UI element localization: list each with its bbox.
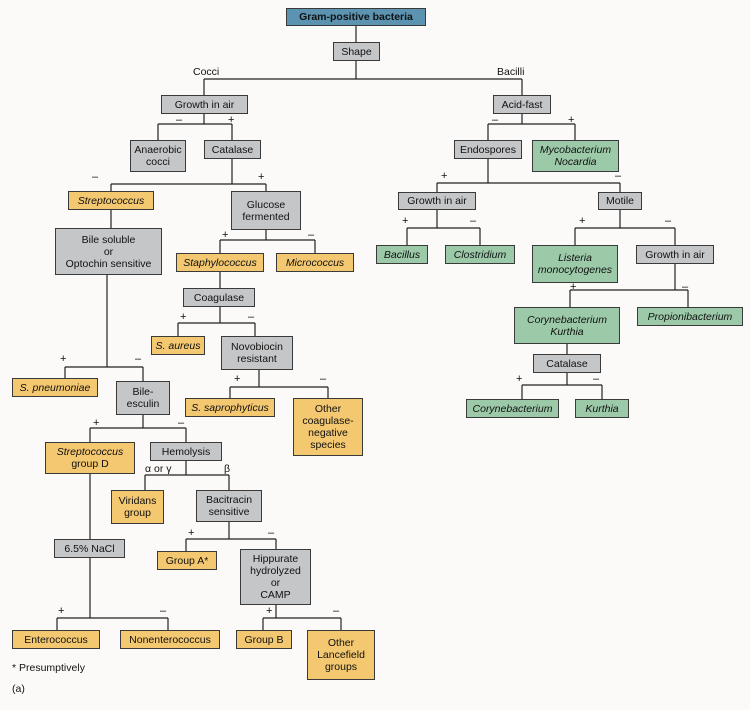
sign-plus: + [60, 353, 67, 365]
node-endospores: Endospores [454, 140, 522, 159]
node-6-5-nacl: 6.5% NaCl [54, 539, 125, 558]
node-listeria-monocytogenes: Listeria monocytogenes [532, 245, 618, 283]
sign-plus: + [58, 605, 65, 617]
node-other-coagulase-negative: Other coagulase- negative species [293, 398, 363, 456]
sign-plus: + [568, 114, 575, 126]
sign-plus: + [258, 171, 265, 183]
node-anaerobic-cocci: Anaerobic cocci [130, 140, 186, 172]
sign-minus: – [248, 311, 255, 323]
node-other-lancefield-groups: Other Lancefield groups [307, 630, 375, 680]
node-bile-esculin: Bile- esculin [116, 381, 170, 415]
node-s-saprophyticus: S. saprophyticus [185, 398, 275, 417]
sign-plus: + [441, 170, 448, 182]
sign-plus: + [266, 605, 273, 617]
node-catalase-cocci: Catalase [204, 140, 261, 159]
node-bacitracin-sensitive: Bacitracin sensitive [196, 490, 262, 522]
sign-minus: – [308, 229, 315, 241]
sign-minus: – [176, 114, 183, 126]
sign-plus: + [93, 417, 100, 429]
sign-minus: – [492, 114, 499, 126]
panel-label: (a) [12, 683, 25, 695]
sign-plus: + [402, 215, 409, 227]
sign-minus: – [333, 605, 340, 617]
sign-minus: – [593, 373, 600, 385]
node-glucose-fermented: Glucose fermented [231, 191, 301, 230]
branch-label-beta: β [224, 463, 231, 475]
node-gram-positive-bacteria: Gram-positive bacteria [286, 8, 426, 26]
node-bacillus: Bacillus [376, 245, 428, 264]
sign-plus: + [234, 373, 241, 385]
sign-minus: – [135, 353, 142, 365]
node-corynebacterium: Corynebacterium [466, 399, 559, 418]
node-nonenterococcus: Nonenterococcus [120, 630, 220, 649]
sign-minus: – [682, 281, 689, 293]
node-enterococcus: Enterococcus [12, 630, 100, 649]
sign-plus: + [188, 527, 195, 539]
node-propionibacterium: Propionibacterium [637, 307, 743, 326]
node-shape: Shape [333, 42, 380, 61]
node-mycobacterium-nocardia: Mycobacterium Nocardia [532, 140, 619, 172]
node-bile-soluble-optochin: Bile soluble or Optochin sensitive [55, 228, 162, 275]
node-catalase-bacilli: Catalase [533, 354, 601, 373]
sign-plus: + [570, 281, 577, 293]
node-s-aureus: S. aureus [151, 336, 205, 355]
branch-label-alpha-gamma: α or γ [145, 463, 172, 475]
footnote-presumptively: * Presumptively [12, 662, 85, 674]
sign-minus: – [92, 171, 99, 183]
node-staphylococcus: Staphylococcus [176, 253, 264, 272]
node-clostridium: Clostridium [445, 245, 515, 264]
sign-plus: + [516, 373, 523, 385]
node-growth-in-air-cocci: Growth in air [161, 95, 248, 114]
node-novobiocin-resistant: Novobiocin resistant [221, 336, 293, 370]
node-group-b: Group B [236, 630, 292, 649]
sign-plus: + [579, 215, 586, 227]
node-acid-fast: Acid-fast [493, 95, 551, 114]
sign-plus: + [222, 229, 229, 241]
node-streptococcus: Streptococcus [68, 191, 154, 210]
sign-minus: – [665, 215, 672, 227]
branch-label-cocci: Cocci [193, 66, 220, 78]
node-viridans-group: Viridans group [111, 490, 164, 524]
node-coagulase: Coagulase [183, 288, 255, 307]
node-hippurate-camp: Hippurate hydrolyzed or CAMP [240, 549, 311, 605]
node-growth-in-air-motile: Growth in air [636, 245, 714, 264]
node-micrococcus: Micrococcus [276, 253, 354, 272]
node-growth-in-air-endospore: Growth in air [398, 192, 476, 210]
sign-plus: + [228, 114, 235, 126]
sign-minus: – [320, 373, 327, 385]
node-hemolysis: Hemolysis [150, 442, 222, 461]
sign-minus: – [615, 170, 622, 182]
sign-minus: – [178, 417, 185, 429]
branch-label-bacilli: Bacilli [497, 66, 525, 78]
strep-group-d-group: group D [71, 458, 109, 470]
sign-minus: – [160, 605, 167, 617]
sign-plus: + [180, 311, 187, 323]
sign-minus: – [470, 215, 477, 227]
node-s-pneumoniae: S. pneumoniae [12, 378, 98, 397]
node-kurthia: Kurthia [575, 399, 629, 418]
node-motile: Motile [598, 192, 642, 210]
node-group-a: Group A* [157, 551, 217, 570]
sign-minus: – [268, 527, 275, 539]
node-corynebacterium-kurthia: Corynebacterium Kurthia [514, 307, 620, 344]
strep-group-d-genus: Streptococcus [56, 446, 124, 458]
